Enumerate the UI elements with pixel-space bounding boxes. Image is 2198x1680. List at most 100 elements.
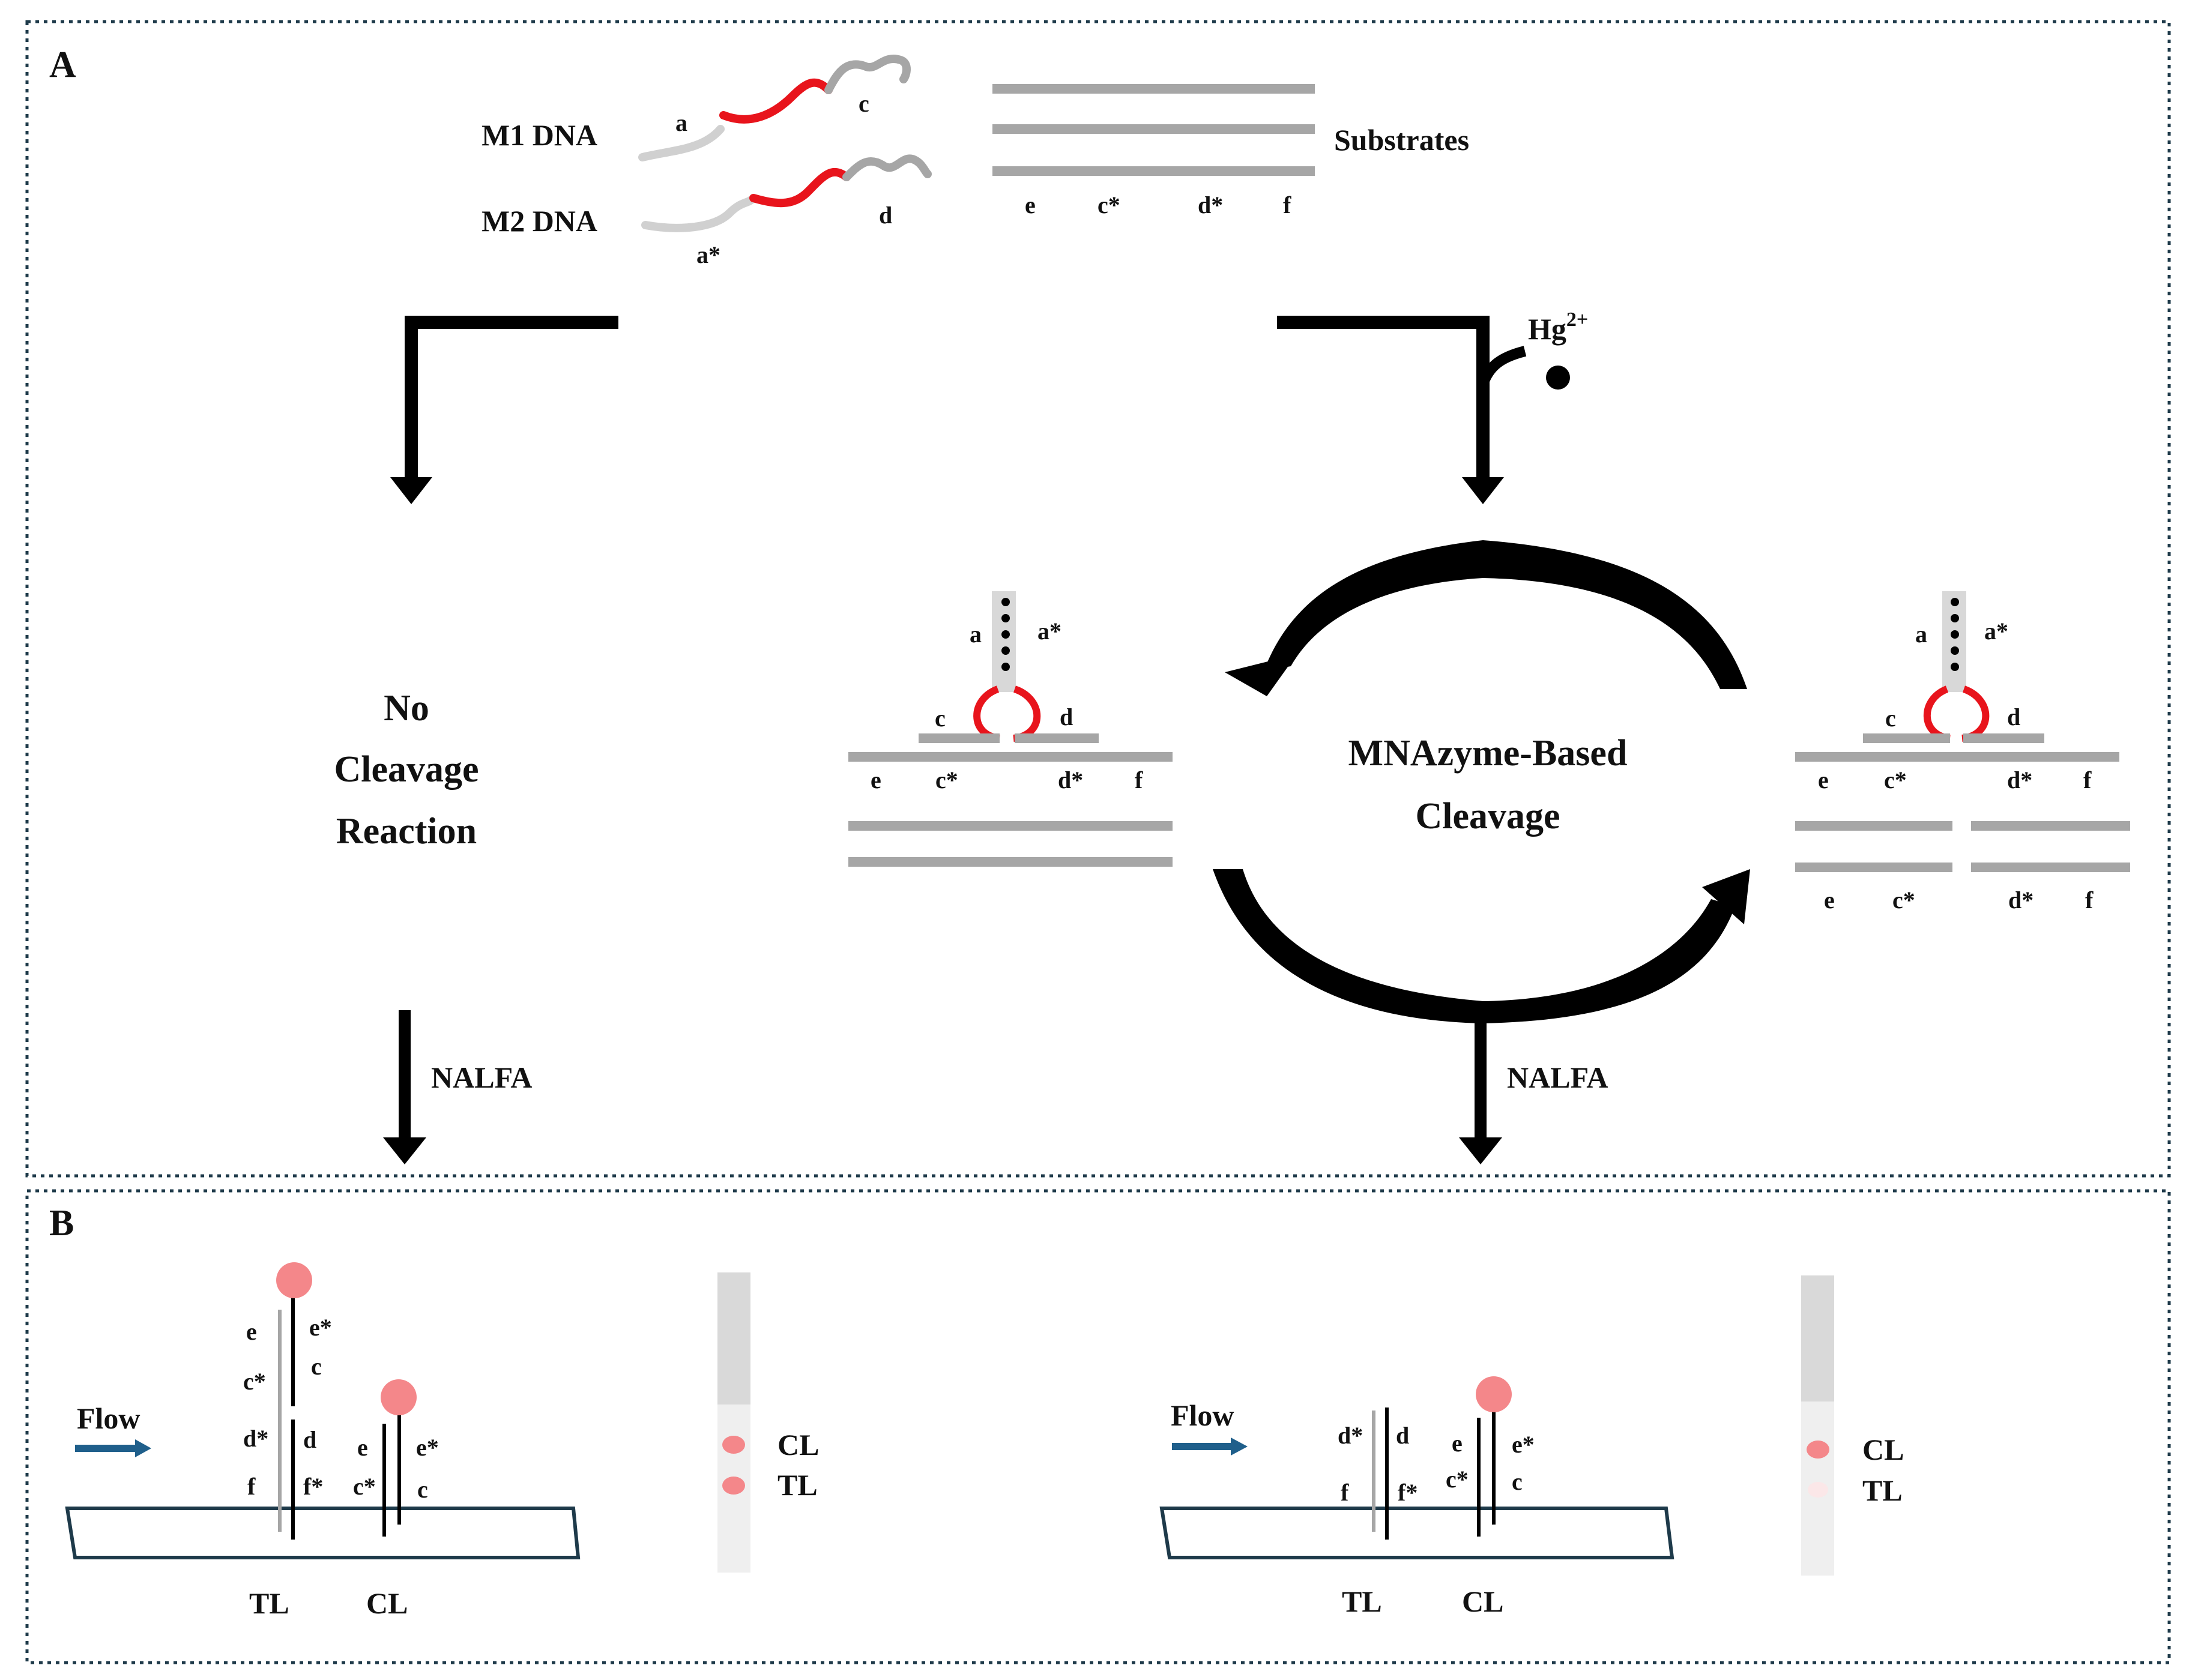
substrate-seg-e: e [1025,191,1036,218]
cycle-label-line2: Cleavage [1415,796,1560,837]
cl-seg-f: f [1135,766,1143,793]
panel-a-letter: A [49,44,76,85]
hg-ion-dot [1546,366,1570,390]
tl-label-right: TL [1342,1585,1382,1618]
flow-label-right: Flow [1171,1398,1234,1432]
nalfa-label-right: NALFA [1507,1061,1608,1094]
strip-tl-label-right: TL [1862,1474,1903,1507]
strip-tl-band-right [1808,1482,1828,1498]
cl-seg-a: a [970,621,982,648]
flow-label-left: Flow [77,1402,140,1435]
br-cl-seg-c-star: c* [1446,1466,1469,1493]
strip-cl-band-left [722,1436,745,1454]
bl-tl-seg-f-star: f* [303,1473,323,1500]
bl-tl-seg-d-star: d* [243,1425,268,1452]
cr-seg-c-star-top: c* [1884,766,1907,793]
br-tl-seg-d: d [1396,1422,1409,1449]
nalfa-label-left: NALFA [431,1061,533,1094]
cl-label-right: CL [1462,1585,1503,1618]
m2-dna-strand [641,154,932,232]
substrate-seg-f: f [1283,191,1291,218]
bl-tl-seg-c-star: c* [243,1368,266,1395]
cl-seg-c: c [935,705,946,732]
control-line-probe-left [382,1415,401,1537]
no-cleavage-line1: No [384,688,429,729]
m2-seg-d: d [879,202,892,229]
m2-dna-label: M2 DNA [482,204,597,238]
cycle-arrow-top [1225,540,1747,696]
flow-arrow-left [75,1439,151,1457]
strip-tl-band-left [722,1477,745,1495]
cl-seg-a-star: a* [1037,618,1061,645]
br-cl-seg-e-star: e* [1512,1431,1535,1458]
test-line-probe-right [1372,1408,1389,1540]
bl-cl-seg-c: c [417,1476,428,1503]
substrate-seg-c-star: c* [1097,191,1120,218]
tl-label-left: TL [249,1586,289,1620]
m1-seg-a: a [675,109,687,136]
br-tl-seg-d-star: d* [1338,1422,1363,1449]
bl-cl-seg-e: e [357,1434,368,1461]
no-cleavage-line3: Reaction [336,811,477,852]
bl-tl-seg-e: e [246,1318,257,1345]
substrate-bars [992,84,1315,176]
cl-seg-d-star: d* [1058,766,1083,793]
test-strip-membrane-right [1159,1507,1674,1559]
cr-seg-d: d [2007,703,2020,730]
br-tl-seg-f: f [1341,1479,1349,1506]
bl-tl-seg-f: f [247,1473,256,1500]
cr-seg-a-star: a* [1984,618,2008,645]
cr-seg-c-star-bottom: c* [1892,887,1915,914]
m2-seg-a-star: a* [696,241,720,268]
cr-seg-f-bottom: f [2085,887,2094,914]
br-cl-seg-e: e [1452,1430,1463,1457]
nalfa-arrow-right [1459,1014,1502,1164]
right-branch-arrow [1277,316,1527,504]
control-line-probe-right [1477,1412,1496,1537]
bl-cl-seg-c-star: c* [353,1473,376,1500]
cl-seg-c-star: c* [935,766,958,793]
panel-a-frame [25,20,2171,1178]
gold-nanoparticle-cl-right [1476,1376,1512,1412]
cr-seg-c: c [1885,705,1896,732]
cl-label-left: CL [366,1586,408,1620]
substrate-seg-d-star: d* [1198,191,1223,218]
gold-nanoparticle-tl-left [276,1262,312,1298]
bl-tl-seg-d: d [303,1426,316,1453]
strip-result-left [717,1272,750,1573]
cr-seg-e-top: e [1818,766,1829,793]
no-cleavage-line2: Cleavage [334,749,479,790]
cr-seg-f-top: f [2083,766,2092,793]
br-tl-seg-f-star: f* [1398,1479,1418,1506]
hg-ion-label: Hg2+ [1528,309,1588,346]
cr-seg-a: a [1915,621,1927,648]
cl-seg-e: e [871,766,881,793]
flow-arrow-right [1172,1438,1248,1456]
cr-seg-e-bottom: e [1824,887,1835,914]
m1-seg-c: c [859,90,869,117]
cr-seg-d-star-top: d* [2007,766,2032,793]
bl-cl-seg-e-star: e* [416,1434,439,1461]
br-cl-seg-c: c [1512,1468,1523,1495]
m1-dna-strand [638,55,911,161]
cr-seg-d-star-bottom: d* [2008,887,2033,914]
nalfa-arrow-left [383,1010,426,1164]
mnazyme-complex-left [848,591,1173,867]
strip-cl-label-right: CL [1862,1433,1904,1466]
cl-seg-d: d [1060,703,1073,730]
test-line-probe-left [278,1296,295,1540]
mnazyme-complex-right [1795,591,2130,872]
test-strip-membrane-left [65,1507,581,1559]
panel-b-letter: B [49,1203,74,1244]
strip-cl-band-right [1807,1441,1829,1459]
bl-tl-seg-c: c [311,1353,322,1380]
substrates-label: Substrates [1334,123,1469,157]
strip-result-right [1801,1275,1834,1576]
cycle-arrow-bottom [1213,869,1750,1023]
bl-tl-seg-e-star: e* [309,1314,332,1341]
left-branch-arrow [390,316,618,504]
gold-nanoparticle-cl-left [381,1379,417,1415]
panel-b-frame [25,1189,2171,1664]
m1-dna-label: M1 DNA [482,118,597,152]
